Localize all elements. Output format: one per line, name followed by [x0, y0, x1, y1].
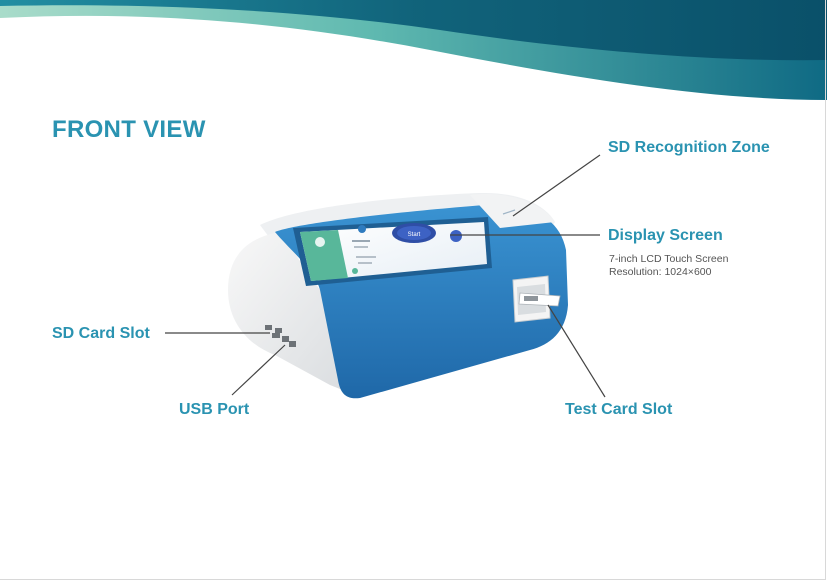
start-button-label: Start: [408, 232, 421, 238]
label-display-screen: Display Screen: [608, 227, 723, 244]
callout-leader-lines: [165, 154, 606, 398]
test-card-slot-graphic: [512, 275, 561, 323]
display-spec-resolution: Resolution: 1024×600: [609, 266, 712, 278]
label-sd-card-slot: SD Card Slot: [52, 325, 150, 342]
label-sd-recognition-zone: SD Recognition Zone: [608, 139, 770, 156]
analyzer-device: Start: [228, 192, 568, 399]
page-title: FRONT VIEW: [52, 116, 206, 143]
header-wave-decoration: [0, 0, 827, 100]
label-test-card-slot: Test Card Slot: [565, 401, 673, 418]
label-usb-port: USB Port: [179, 401, 250, 418]
device-display-screen: Start: [300, 222, 487, 281]
side-slots: [265, 325, 296, 347]
display-spec-size: 7-inch LCD Touch Screen: [609, 253, 729, 265]
